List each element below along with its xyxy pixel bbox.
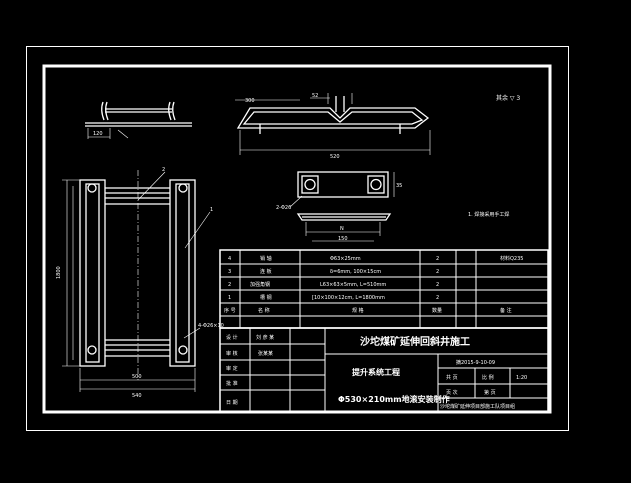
bom-qty: 2 <box>436 282 439 288</box>
frame-plan-view <box>62 170 211 392</box>
bom-qty: 2 <box>436 295 439 301</box>
design-label: 设 计 <box>226 334 238 341</box>
sheet-no: 第 页 <box>484 389 496 396</box>
balloon-2: 2 <box>162 167 165 173</box>
frame-width-2: 540 <box>132 393 142 399</box>
designer-name: 刘 彦 某 <box>256 334 274 341</box>
plate-view <box>289 171 395 242</box>
audit-label: 审 定 <box>226 365 238 372</box>
bom-header-name: 名 称 <box>258 307 270 314</box>
hook-dimension: 120 <box>93 131 103 137</box>
bom-no: 1 <box>228 295 231 301</box>
bom-no: 3 <box>228 269 231 275</box>
bom-name: 销 轴 <box>260 255 272 262</box>
bom-name: 连 板 <box>260 268 272 275</box>
bom-header-qty: 数量 <box>432 307 442 314</box>
scale-value: 1:20 <box>516 375 527 381</box>
bom-name: 加强角钢 <box>250 281 270 288</box>
outer-border <box>26 46 569 431</box>
bom-spec: δ=6mm, 100×15cm <box>330 269 381 275</box>
plate-n: N <box>340 226 344 232</box>
roughness-note: 其余 ▽ 3 <box>496 94 520 102</box>
bom-no: 2 <box>228 282 231 288</box>
bom-header-spec: 规 格 <box>352 307 364 314</box>
bom-name: 槽 钢 <box>260 294 272 301</box>
checker-name: 张某某 <box>258 350 273 357</box>
bom-qty: 2 <box>436 269 439 275</box>
plate-hole: 2-Φ26 <box>276 205 291 211</box>
bracket-side-view <box>85 101 192 139</box>
bom-rows: 4 销 轴 Φ63×25mm 2 材料Q235 3 连 板 δ=6mm, 100… <box>224 255 523 314</box>
tech-note: 1. 焊接采用手工焊 <box>468 211 509 218</box>
top-dim-1: 300 <box>245 98 255 104</box>
plate-width: 150 <box>338 236 348 242</box>
top-dim-2: 52 <box>312 93 318 99</box>
title-block-text: 沙坨煤矿延伸回斜井施工 设 计 刘 彦 某 审 核 张某某 审 定 批 准 日 … <box>226 334 527 410</box>
check-label: 审 核 <box>226 350 238 357</box>
sheet-label: 共 页 <box>446 374 458 381</box>
bom-spec: L63×63×5mm, L=510mm <box>320 282 386 288</box>
unit-name: 沙坨煤矿延伸项目部施工队项目组 <box>440 403 515 410</box>
title-block <box>219 327 549 413</box>
channel-profile-view <box>235 93 431 155</box>
plate-height: 35 <box>396 183 402 189</box>
drawing-name-2: Φ530×210mm地滚安装制作 <box>338 394 450 404</box>
top-dim-3: 520 <box>330 154 340 160</box>
bom-no: 4 <box>228 256 231 262</box>
page-label: 页 次 <box>446 389 458 396</box>
bom-spec: [10×100×12cm, L=1800mm <box>312 295 385 301</box>
drawing-number: 摘2015-9-10-09 <box>456 359 495 366</box>
balloon-1: 1 <box>210 207 213 213</box>
frame-height: 1800 <box>56 266 62 279</box>
frame-width-1: 500 <box>132 374 142 380</box>
bom-qty: 2 <box>436 256 439 262</box>
date-label: 日 期 <box>226 400 238 406</box>
bom-spec: Φ63×25mm <box>330 256 361 262</box>
bom-note: 材料Q235 <box>500 255 523 262</box>
approve-label: 批 准 <box>226 380 238 387</box>
frame-note: 4-Φ26×10 <box>198 323 224 329</box>
drawing-name-1: 提升系统工程 <box>352 367 400 377</box>
bom-header-no: 序 号 <box>224 307 236 314</box>
project-title: 沙坨煤矿延伸回斜井施工 <box>360 335 470 348</box>
scale-label: 比 例 <box>482 374 494 381</box>
bom-header-note: 备 注 <box>500 307 512 314</box>
